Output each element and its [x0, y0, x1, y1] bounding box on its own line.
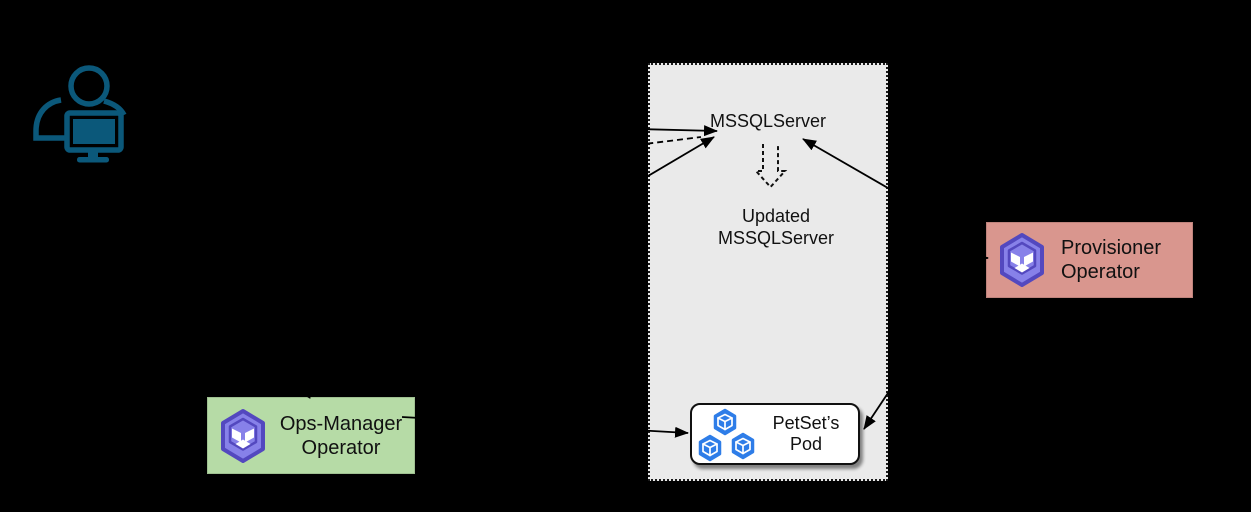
updated-label-line1: Updated — [741, 206, 811, 226]
ops-manager-label-line2: Operator — [301, 436, 381, 459]
arrow-user-to-opsmanager — [111, 179, 311, 399]
mssqlserver-label: MSSQLServer — [709, 111, 827, 131]
provisioner-operator-box: Provisioner Operator — [986, 222, 1193, 298]
operator-cube-icon — [221, 408, 265, 463]
operator-cube-icon — [1000, 233, 1044, 287]
updated-mssqlserver-label: Updated MSSQLServer — [660, 205, 892, 249]
pod-cube-icon — [698, 434, 722, 462]
pod-cube-icon — [731, 432, 755, 460]
provisioner-label-line2: Operator — [1061, 261, 1140, 283]
pod-label-line2: Pod — [789, 434, 823, 454]
arrow-watch-to-provisioner — [900, 252, 989, 264]
ops-manager-operator-box: Ops-Manager Operator — [207, 397, 415, 474]
pod-cube-icon — [713, 408, 737, 436]
user-head — [68, 65, 110, 107]
petset-pod-box: PetSet’s Pod — [690, 403, 860, 465]
monitor-neck — [88, 150, 98, 158]
pod-cubes-icon — [698, 408, 755, 462]
updated-label-line2: MSSQLServer — [717, 228, 835, 248]
provisioner-label-line1: Provisioner — [1061, 237, 1162, 259]
monitor-screen — [73, 119, 115, 144]
arrow-opsmanager-to-pod — [401, 416, 689, 438]
monitor-base — [77, 157, 109, 163]
pod-label-line1: PetSet’s — [772, 413, 840, 433]
user-at-computer-icon — [33, 65, 127, 163]
ops-manager-label-line1: Ops-Manager — [279, 412, 403, 435]
